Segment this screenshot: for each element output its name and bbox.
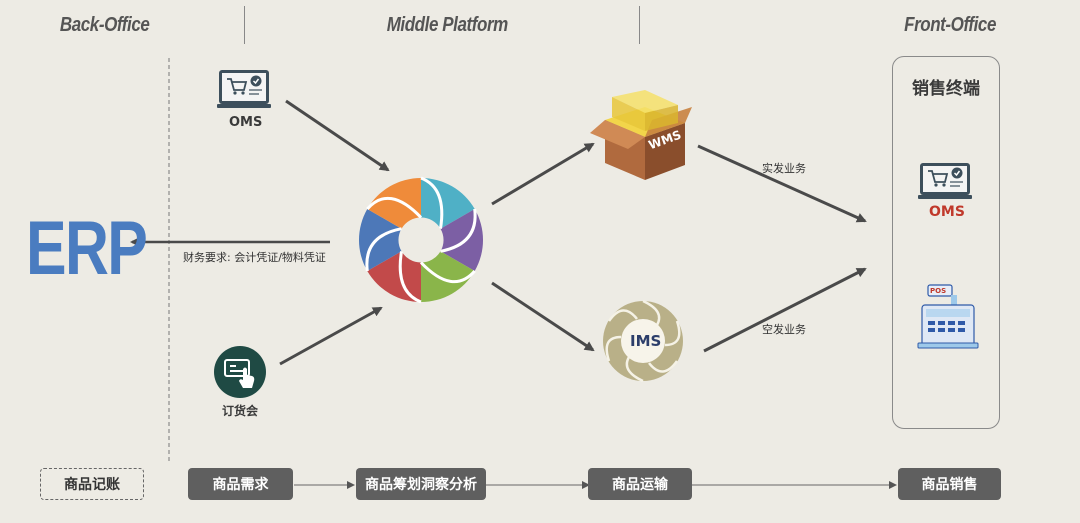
header-divider-2 (639, 6, 640, 44)
oms-right-icon (918, 163, 972, 199)
arrow-hub-to-wms (491, 142, 595, 206)
arrow-ims-to-terminal (703, 267, 867, 353)
order-fair-icon (214, 346, 266, 398)
step-transport: 商品运输 (588, 468, 692, 500)
sales-terminal-title: 销售终端 (912, 79, 980, 99)
sales-terminal-panel: 销售终端 (892, 56, 1000, 429)
oms-left-icon (217, 70, 271, 108)
header-middle-platform: Middle Platform (386, 14, 509, 36)
pos-register-icon (917, 284, 979, 349)
order-fair-label: 订货会 (222, 404, 259, 418)
wms-box-icon (590, 90, 692, 180)
step-sales: 商品销售 (898, 468, 1001, 500)
header-back-office: Back-Office (59, 14, 150, 36)
arrow-oms-to-hub (285, 99, 390, 172)
arrow-hub-to-ims (491, 281, 595, 352)
flow-label-real: 实发业务 (762, 162, 806, 175)
hub-icon (358, 176, 484, 304)
erp-label: ERP (26, 206, 148, 291)
step-planning: 商品筹划洞察分析 (356, 468, 486, 500)
oms-left-label: OMS (229, 115, 263, 130)
arrow-order-fair-to-hub (279, 306, 383, 366)
oms-right-label: OMS (929, 204, 965, 220)
arrow-wms-to-terminal (697, 144, 867, 223)
ims-ring-icon (603, 299, 683, 383)
pos-label: POS (930, 287, 947, 295)
step-bookkeeping: 商品记账 (40, 468, 144, 500)
ims-label: IMS (630, 332, 662, 350)
header-front-office: Front-Office (904, 14, 996, 36)
step-demand: 商品需求 (188, 468, 293, 500)
erp-arrow-label: 财务要求: 会计凭证/物料凭证 (183, 251, 326, 264)
header-divider-1 (244, 6, 245, 44)
flow-label-empty: 空发业务 (762, 323, 806, 336)
